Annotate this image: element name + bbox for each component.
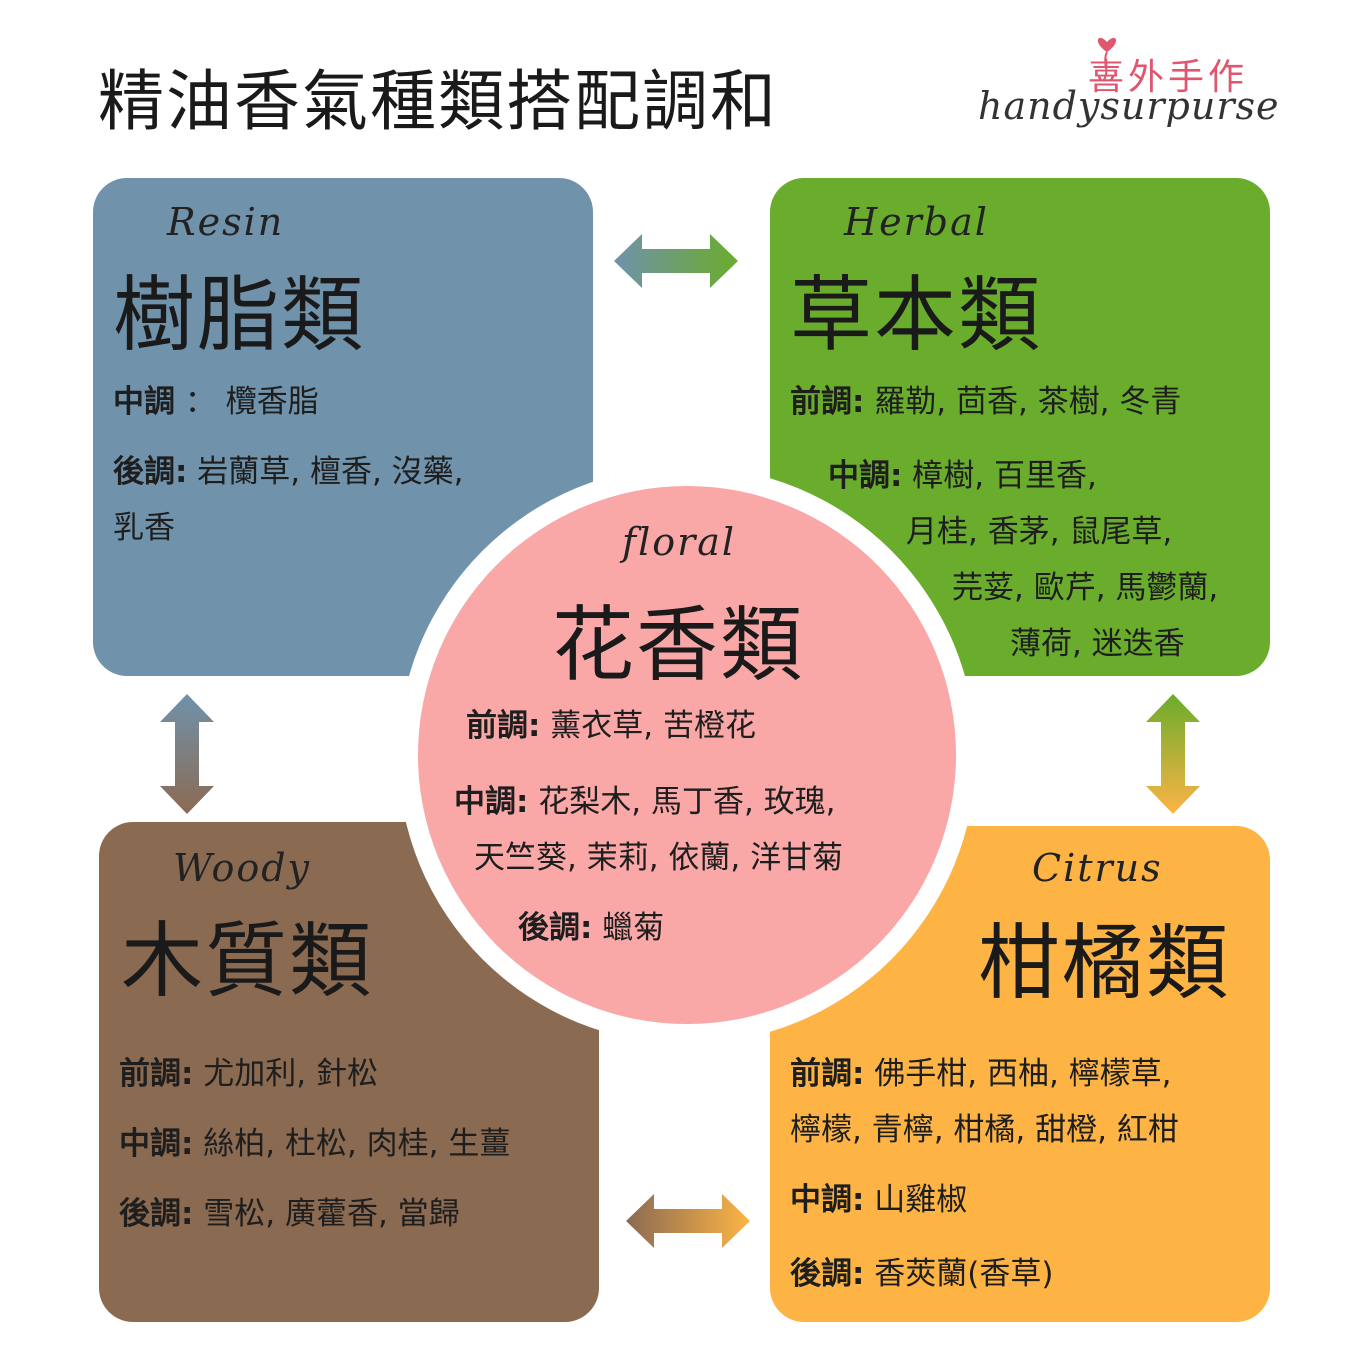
citrus-base-note: 後調: 香莢蘭(香草) [790, 1256, 1054, 1292]
woody-citrus-double-arrow [626, 1194, 750, 1248]
citrus-chinese-title: 柑橘類 [978, 916, 1231, 1011]
woody-english-label: Woody [173, 846, 312, 890]
resin-middle-note: 中調 ： 欖香脂 [113, 384, 319, 420]
logo-chinese: 喜外手作 [1088, 57, 1249, 98]
woody-top-note: 前調: 尤加利, 針松 [119, 1056, 378, 1092]
herbal-middle-note: 中調: 樟樹, 百里香, [828, 458, 1097, 494]
citrus-english-label: Citrus [1032, 846, 1163, 890]
herbal-top-note: 前調: 羅勒, 茴香, 茶樹, 冬青 [790, 384, 1182, 420]
floral-base-note: 後調: 蠟菊 [518, 910, 665, 946]
citrus-top-note-continued: 檸檬, 青檸, 柑橘, 甜橙, 紅柑 [790, 1112, 1179, 1148]
resin-base-note: 後調: 岩蘭草, 檀香, 沒藥, [113, 454, 464, 490]
resin-english-label: Resin [167, 200, 285, 244]
floral-middle-note: 中調: 花梨木, 馬丁香, 玫瑰, [454, 784, 836, 820]
herbal-english-label: Herbal [844, 200, 989, 244]
herbal-chinese-title: 草本類 [790, 268, 1043, 363]
floral-middle-note-continued: 天竺葵, 茉莉, 依蘭, 洋甘菊 [474, 840, 844, 876]
resin-chinese-title: 樹脂類 [113, 268, 366, 363]
herbal-middle-note-continued-3: 薄荷, 迷迭香 [1010, 626, 1185, 662]
floral-chinese-title: 花香類 [552, 598, 805, 693]
herbal-middle-note-continued-1: 月桂, 香茅, 鼠尾草, [906, 514, 1173, 550]
resin-woody-double-arrow [160, 694, 214, 814]
herbal-middle-note-continued-2: 芫荽, 歐芹, 馬鬱蘭, [952, 570, 1219, 606]
woody-chinese-title: 木質類 [121, 914, 374, 1009]
logo-english: handysurpurse [978, 84, 1280, 128]
page-title: 精油香氣種類搭配調和 [98, 63, 778, 140]
floral-english-label: floral [622, 520, 737, 564]
resin-base-note-continued: 乳香 [113, 510, 175, 546]
resin-herbal-double-arrow [614, 234, 738, 288]
woody-middle-note: 中調: 絲柏, 杜松, 肉桂, 生薑 [119, 1126, 511, 1162]
citrus-top-note: 前調: 佛手柑, 西柚, 檸檬草, [790, 1056, 1172, 1092]
category-floral: floral 花香類 前調: 薰衣草, 苦橙花 中調: 花梨木, 馬丁香, 玫瑰… [418, 486, 956, 1024]
category-resin: Resin 樹脂類 中調 ： 欖香脂 後調: 岩蘭草, 檀香, 沒藥, 乳香 [93, 178, 593, 676]
heart-icon [1097, 37, 1117, 81]
floral-top-note: 前調: 薰衣草, 苦橙花 [466, 708, 756, 744]
herbal-citrus-double-arrow [1146, 694, 1200, 814]
woody-base-note: 後調: 雪松, 廣藿香, 當歸 [119, 1196, 460, 1232]
brand-logo: 喜外手作 handysurpurse [970, 28, 1279, 138]
citrus-middle-note: 中調: 山雞椒 [790, 1182, 968, 1218]
